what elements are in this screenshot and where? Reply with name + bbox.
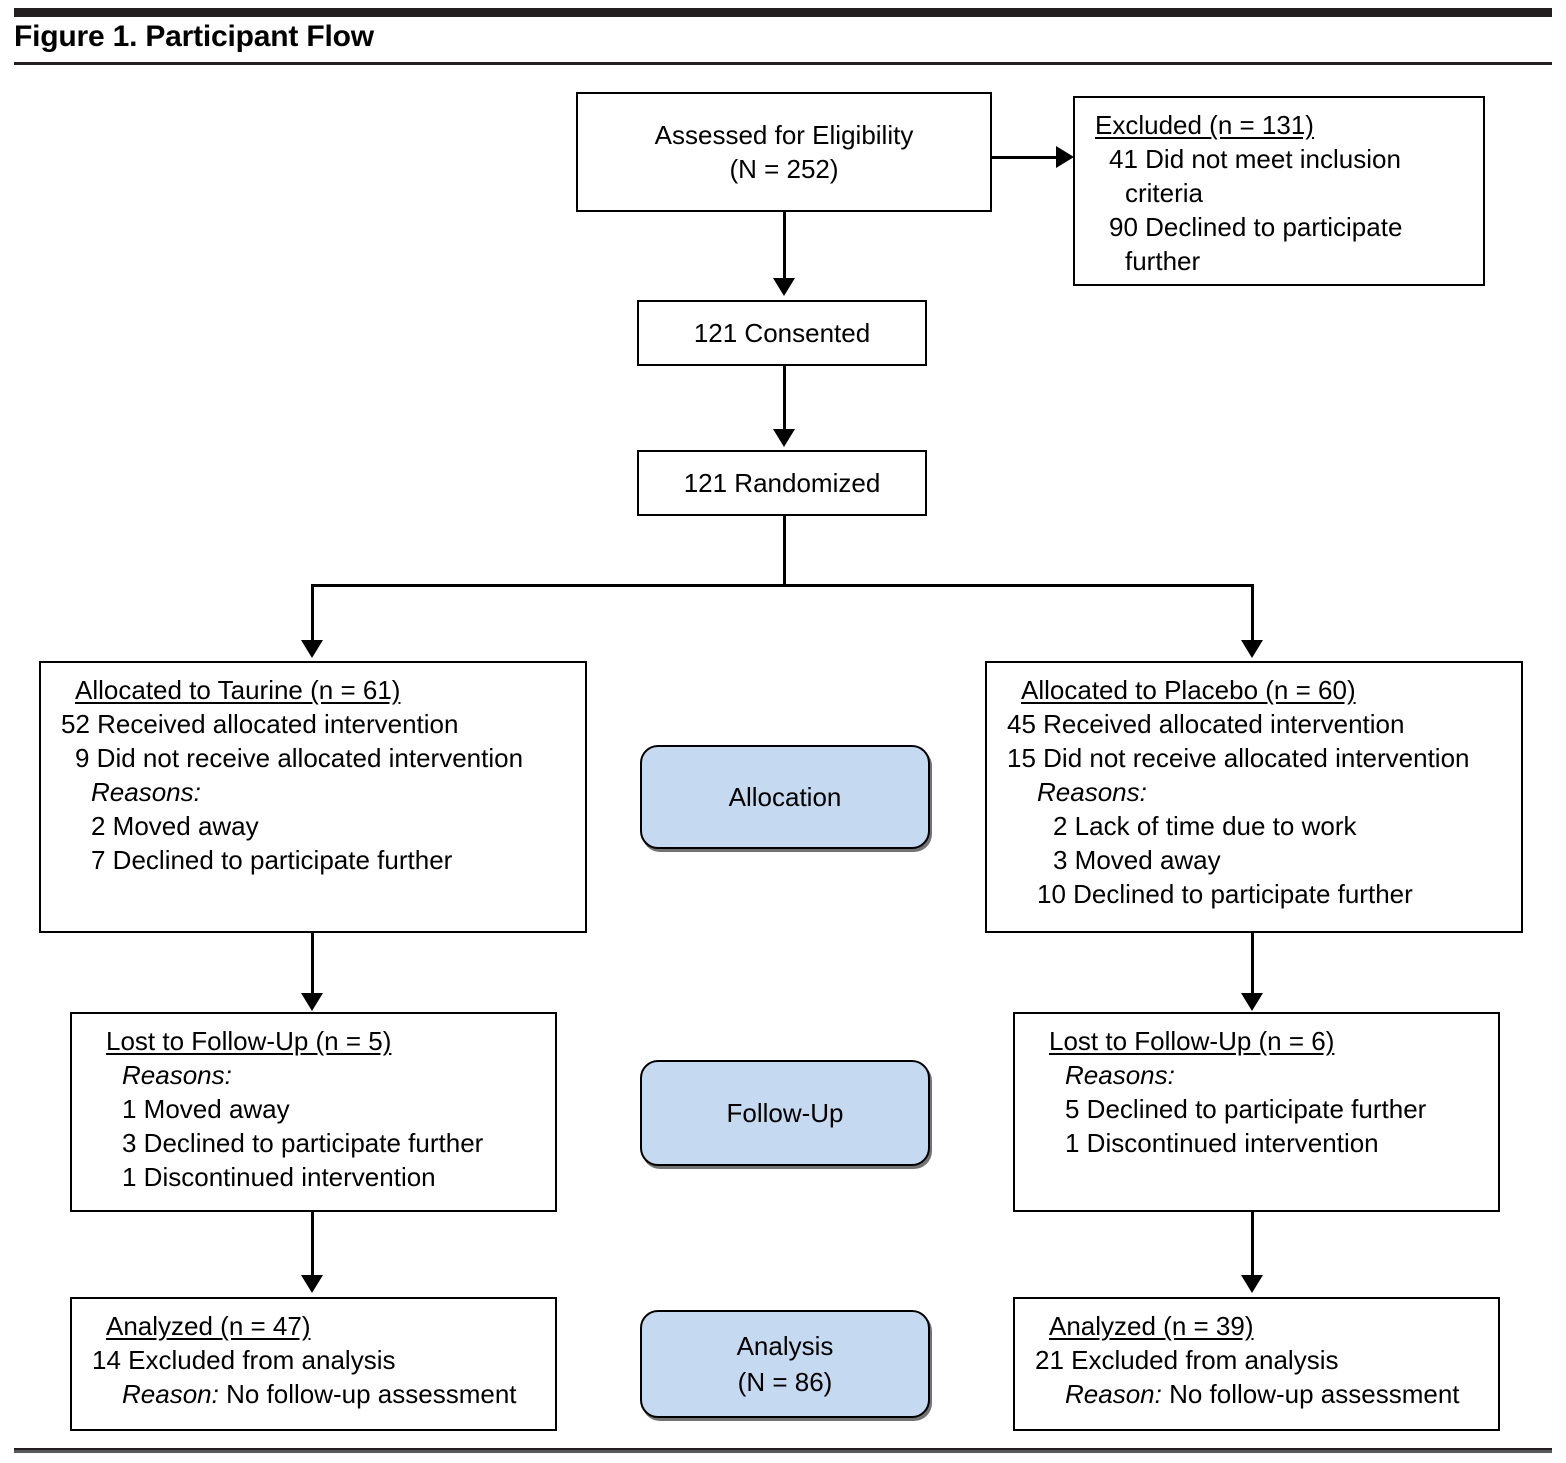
node-allocated-taurine: Allocated to Taurine (n = 61) 52 Receive…	[39, 661, 587, 933]
allocated-taurine-reason-0: 2 Moved away	[91, 811, 259, 841]
allocated-placebo-reasons-label: Reasons:	[1037, 777, 1147, 807]
node-lost-placebo: Lost to Follow-Up (n = 6) Reasons: 5 Dec…	[1013, 1012, 1500, 1212]
stage-followup-label: Follow-Up	[726, 1098, 844, 1128]
analyzed-placebo-reason-label: Reason:	[1065, 1379, 1162, 1409]
lost-taurine-header: Lost to Follow-Up (n = 5)	[106, 1026, 392, 1056]
excluded-item-0: 41 Did not meet inclusion	[1109, 144, 1401, 174]
stage-analysis-sub: (N = 86)	[737, 1367, 833, 1397]
connector-placebo-alloc-to-lost	[1251, 933, 1254, 997]
analyzed-placebo-reason-row: Reason: No follow-up assessment	[1035, 1377, 1486, 1411]
connector-randomized-stem	[783, 516, 786, 586]
allocated-taurine-reasons-label: Reasons:	[91, 777, 201, 807]
analyzed-placebo-header: Analyzed (n = 39)	[1049, 1311, 1254, 1341]
excluded-header: Excluded (n = 131)	[1095, 110, 1314, 140]
lost-placebo-reasons-label: Reasons:	[1065, 1060, 1175, 1090]
lost-placebo-header: Lost to Follow-Up (n = 6)	[1049, 1026, 1335, 1056]
stage-analysis: Analysis (N = 86)	[640, 1310, 930, 1418]
node-consented: 121 Consented	[637, 300, 927, 366]
analyzed-taurine-excluded-line: 14 Excluded from analysis	[92, 1345, 396, 1375]
allocated-taurine-line-1: 9 Did not receive allocated intervention	[75, 743, 524, 773]
connector-taurine-alloc-to-lost	[311, 933, 314, 997]
arrowhead-to-randomized	[773, 429, 795, 447]
arrowhead-to-allocated-placebo	[1241, 640, 1263, 658]
allocated-placebo-reason-1: 3 Moved away	[1053, 845, 1221, 875]
stage-allocation: Allocation	[640, 745, 930, 849]
lost-placebo-reason-1: 1 Discontinued intervention	[1065, 1128, 1379, 1158]
arrowhead-to-analyzed-placebo	[1241, 1275, 1263, 1293]
node-lost-taurine: Lost to Follow-Up (n = 5) Reasons: 1 Mov…	[70, 1012, 557, 1212]
connector-split-left	[311, 584, 314, 644]
arrowhead-to-analyzed-taurine	[301, 1275, 323, 1293]
lost-taurine-reason-1: 3 Declined to participate further	[122, 1128, 484, 1158]
lost-taurine-reason-0: 1 Moved away	[122, 1094, 290, 1124]
randomized-label: 121 Randomized	[683, 468, 881, 498]
connector-consented-to-randomized	[783, 366, 786, 434]
allocated-taurine-reason-1: 7 Declined to participate further	[91, 845, 453, 875]
bottom-rule	[14, 1448, 1552, 1453]
connector-assessed-to-excluded	[992, 156, 1058, 159]
arrowhead-to-consented	[773, 278, 795, 296]
connector-lost-placebo-to-analyzed	[1251, 1212, 1254, 1279]
consented-label: 121 Consented	[693, 318, 871, 348]
connector-lost-taurine-to-analyzed	[311, 1212, 314, 1279]
excluded-item-1: 90 Declined to participate	[1109, 212, 1403, 242]
node-excluded: Excluded (n = 131) 41 Did not meet inclu…	[1073, 96, 1485, 286]
node-randomized: 121 Randomized	[637, 450, 927, 516]
analyzed-placebo-reason-text: No follow-up assessment	[1161, 1379, 1460, 1409]
connector-randomized-split	[311, 584, 1254, 587]
stage-allocation-label: Allocation	[728, 782, 842, 812]
excluded-item-1-wrap: further	[1125, 246, 1201, 276]
stage-followup: Follow-Up	[640, 1060, 930, 1166]
lost-taurine-reasons-label: Reasons:	[122, 1060, 232, 1090]
node-analyzed-taurine: Analyzed (n = 47) 14 Excluded from analy…	[70, 1297, 557, 1431]
allocated-placebo-reason-2: 10 Declined to participate further	[1037, 879, 1413, 909]
lost-taurine-reason-2: 1 Discontinued intervention	[122, 1162, 436, 1192]
excluded-item-0-wrap: criteria	[1125, 178, 1204, 208]
arrowhead-to-lost-taurine	[301, 993, 323, 1011]
assessed-line-2: (N = 252)	[729, 154, 839, 184]
allocated-placebo-header: Allocated to Placebo (n = 60)	[1021, 675, 1356, 705]
analyzed-taurine-reason-label: Reason:	[122, 1379, 219, 1409]
lost-placebo-reason-0: 5 Declined to participate further	[1065, 1094, 1427, 1124]
analyzed-taurine-reason-row: Reason: No follow-up assessment	[92, 1377, 543, 1411]
arrowhead-to-lost-placebo	[1241, 993, 1263, 1011]
top-rule	[14, 8, 1552, 17]
node-analyzed-placebo: Analyzed (n = 39) 21 Excluded from analy…	[1013, 1297, 1500, 1431]
title-rule	[14, 62, 1552, 65]
assessed-line-1: Assessed for Eligibility	[654, 120, 914, 150]
figure-title: Figure 1. Participant Flow	[14, 20, 374, 53]
analyzed-taurine-reason-text: No follow-up assessment	[218, 1379, 517, 1409]
allocated-placebo-reason-0: 2 Lack of time due to work	[1053, 811, 1357, 841]
connector-assessed-to-consented	[783, 212, 786, 282]
allocated-taurine-header: Allocated to Taurine (n = 61)	[75, 675, 401, 705]
allocated-taurine-line-0: 52 Received allocated intervention	[61, 709, 459, 739]
node-assessed-for-eligibility: Assessed for Eligibility (N = 252)	[576, 92, 992, 212]
stage-analysis-label: Analysis	[736, 1331, 834, 1361]
allocated-placebo-line-0: 45 Received allocated intervention	[1007, 709, 1405, 739]
analyzed-taurine-header: Analyzed (n = 47)	[106, 1311, 311, 1341]
connector-split-right	[1251, 584, 1254, 644]
allocated-placebo-line-1: 15 Did not receive allocated interventio…	[1007, 743, 1470, 773]
analyzed-placebo-excluded-line: 21 Excluded from analysis	[1035, 1345, 1339, 1375]
arrowhead-to-allocated-taurine	[301, 640, 323, 658]
node-allocated-placebo: Allocated to Placebo (n = 60) 45 Receive…	[985, 661, 1523, 933]
arrowhead-to-excluded	[1056, 146, 1074, 168]
